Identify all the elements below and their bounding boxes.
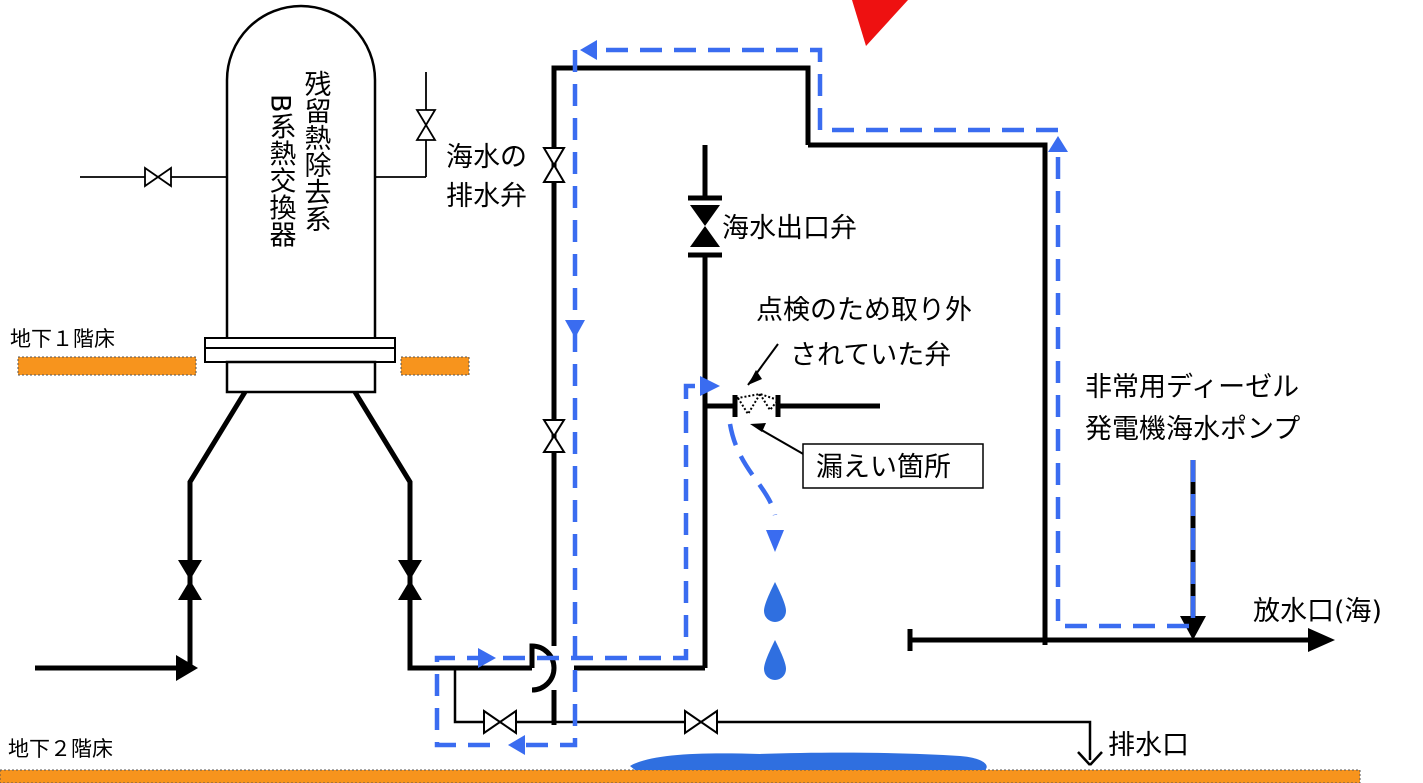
flanges (688, 195, 913, 651)
pump-label: 非常用ディーゼル (1085, 372, 1299, 403)
outlet-valve-label: 海水出口弁 (722, 213, 857, 244)
valve-icon (144, 109, 437, 188)
floor-b2 (0, 769, 1361, 783)
drain-valve-label: 海水の (446, 142, 527, 173)
pointer-arrow-icon (750, 423, 766, 432)
floor-b1-right (400, 356, 470, 376)
discharge-label: 放水口(海) (1253, 596, 1382, 627)
leak-point-box (802, 443, 984, 489)
flow-arrow-icon (478, 40, 1068, 755)
valve-icon (178, 205, 720, 600)
drain-pipes (453, 668, 1103, 766)
valve-icon (483, 709, 718, 735)
water-puddle (630, 752, 987, 770)
arrow-heads (176, 616, 1335, 681)
drain-valve-label: 排水弁 (446, 181, 527, 212)
valve-icon (542, 147, 566, 453)
removed-valve (736, 392, 780, 416)
red-arrow-icon (852, 0, 908, 46)
flow-paths (434, 47, 1196, 748)
drain-outlet-label: 排水口 (1108, 730, 1189, 761)
removed-valve-label: されていた弁 (790, 340, 951, 371)
hx-label-line2: B系熱交換器 (265, 94, 297, 248)
floor-b1-left (17, 356, 197, 376)
pointer-arrow-icon (748, 370, 762, 385)
floor-b2-label: 地下２階床 (8, 737, 113, 761)
floor-b1-label: 地下１階床 (10, 327, 115, 351)
pump-label: 発電機海水ポンプ (1085, 414, 1300, 445)
heat-exchanger-label: 残留熱除去系 B系熱交換器 (265, 70, 332, 248)
hx-label-line1: 残留熱除去系 (300, 70, 332, 232)
removed-valve-label: 点検のため取り外 (756, 295, 972, 326)
heat-exchanger (204, 4, 396, 394)
water-drop-icon (764, 582, 786, 680)
leak-point-label: 漏えい箇所 (816, 452, 951, 483)
